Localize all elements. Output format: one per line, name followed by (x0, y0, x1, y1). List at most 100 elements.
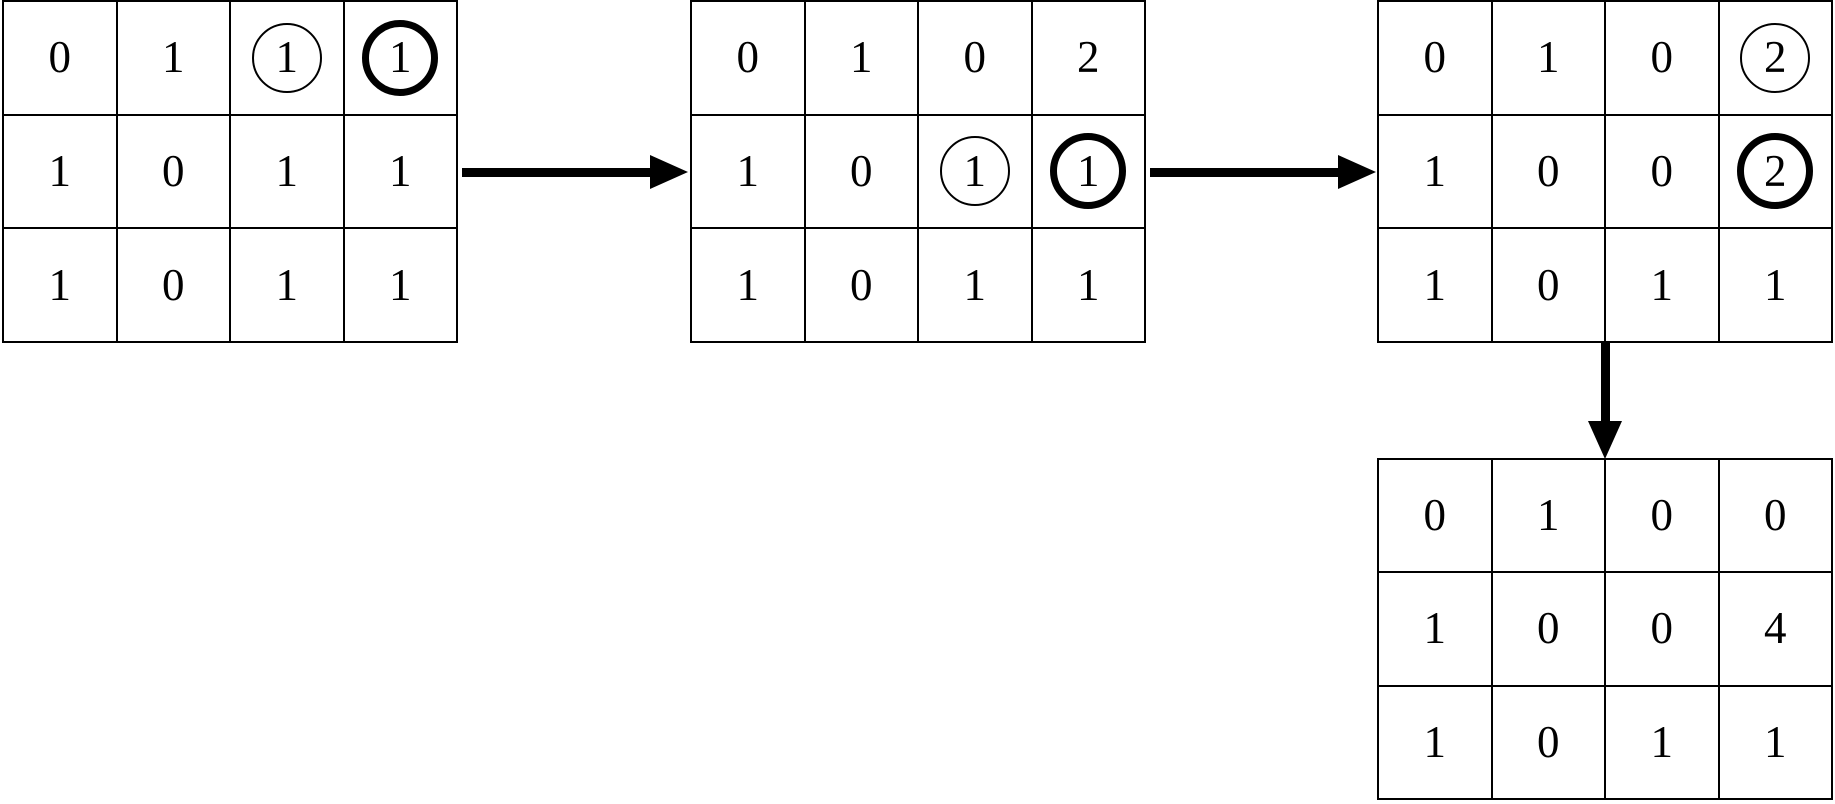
cell-value: 1 (850, 32, 873, 83)
table-cell: 1 (231, 229, 345, 343)
table-cell-circled-thin: 1 (231, 2, 345, 116)
table-cell: 0 (117, 229, 231, 343)
table-cell: 0 (1719, 460, 1833, 574)
cell-value: 1 (1423, 716, 1447, 767)
table-cell-circled-thin: 2 (1719, 2, 1833, 116)
table-cell: 1 (1492, 2, 1606, 116)
table-cell: 1 (1492, 460, 1606, 574)
table-cell: 1 (919, 229, 1033, 343)
cell-value: 1 (1423, 145, 1447, 196)
table-cell: 0 (1606, 115, 1720, 230)
table-cell-circled-bold: 1 (1032, 115, 1146, 230)
table-cell: 1 (231, 115, 345, 230)
cell-value: 0 (1650, 145, 1674, 196)
table-cell: 0 (1492, 229, 1606, 343)
table-cell: 0 (919, 2, 1033, 116)
table-cell: 1 (1719, 229, 1833, 343)
cell-value: 4 (1764, 603, 1787, 654)
table-cell: 1 (4, 229, 118, 343)
cell-value: 1 (1077, 259, 1100, 310)
arrow-shaft (1600, 343, 1610, 425)
matrix-step-3: 0 1 0 2 1 0 0 2 1 0 1 1 (1377, 0, 1833, 343)
cell-value: 0 (162, 259, 185, 310)
table-cell: 1 (1379, 686, 1493, 800)
table-cell: 0 (1606, 573, 1720, 687)
cell-value: 1 (1537, 32, 1560, 83)
table-cell: 1 (1606, 229, 1720, 343)
cell-value: 1 (48, 259, 72, 310)
table-cell: 2 (1032, 2, 1146, 116)
matrix-step-1: 0 1 1 1 1 0 1 1 1 0 1 1 (2, 0, 458, 343)
arrow-head (1588, 421, 1622, 459)
table-cell: 0 (1379, 2, 1493, 116)
cell-value: 1 (1764, 259, 1787, 310)
cell-value: 1 (389, 259, 412, 310)
cell-value: 0 (736, 32, 760, 83)
table-cell: 1 (1379, 573, 1493, 687)
table-cell: 0 (4, 2, 118, 116)
cell-value: 1 (1423, 259, 1447, 310)
cell-value: 1 (275, 259, 299, 310)
table-cell: 0 (805, 229, 919, 343)
table-cell: 1 (117, 2, 231, 116)
cell-value: 1 (1650, 716, 1674, 767)
arrow-shaft (1150, 167, 1340, 177)
table-cell: 1 (1379, 115, 1493, 230)
cell-value: 1 (963, 259, 987, 310)
cell-value: 0 (162, 145, 185, 196)
cell-value: 2 (1764, 32, 1787, 83)
cell-value: 2 (1764, 145, 1787, 196)
cell-value: 0 (850, 259, 873, 310)
table-cell: 1 (1606, 686, 1720, 800)
table-cell: 1 (344, 229, 458, 343)
table-cell: 0 (1492, 573, 1606, 687)
table-cell: 0 (1606, 460, 1720, 574)
matrix-step-4: 0 1 0 0 1 0 0 4 1 0 1 1 (1377, 458, 1833, 800)
arrow-head (650, 155, 688, 189)
cell-value: 0 (1650, 490, 1674, 541)
cell-value: 0 (1537, 603, 1560, 654)
cell-value: 1 (1077, 145, 1100, 196)
table-cell: 0 (117, 115, 231, 230)
cell-value: 0 (1537, 716, 1560, 767)
cell-value: 1 (275, 145, 299, 196)
table-cell-circled-bold: 2 (1719, 115, 1833, 230)
cell-value: 1 (736, 145, 760, 196)
cell-value: 0 (48, 32, 72, 83)
cell-value: 1 (389, 145, 412, 196)
table-cell: 1 (1379, 229, 1493, 343)
cell-value: 1 (48, 145, 72, 196)
cell-value: 1 (736, 259, 760, 310)
table-cell: 1 (805, 2, 919, 116)
table-cell: 1 (344, 115, 458, 230)
cell-value: 0 (1537, 145, 1560, 196)
arrow-head (1338, 155, 1376, 189)
table-cell: 1 (692, 115, 806, 230)
matrix-step-2: 0 1 0 2 1 0 1 1 1 0 1 1 (690, 0, 1146, 343)
arrow-shaft (462, 167, 652, 177)
cell-value: 1 (1423, 603, 1447, 654)
cell-value: 0 (963, 32, 987, 83)
cell-value: 1 (1764, 716, 1787, 767)
table-cell: 1 (1032, 229, 1146, 343)
table-cell: 4 (1719, 573, 1833, 687)
table-cell: 0 (1379, 460, 1493, 574)
table-cell: 0 (1492, 115, 1606, 230)
cell-value: 1 (389, 32, 412, 83)
table-cell: 0 (1606, 2, 1720, 116)
table-cell-circled-bold: 1 (344, 2, 458, 116)
cell-value: 1 (162, 32, 185, 83)
table-cell: 1 (4, 115, 118, 230)
cell-value: 0 (850, 145, 873, 196)
cell-value: 2 (1077, 32, 1100, 83)
cell-value: 1 (963, 145, 987, 196)
cell-value: 1 (1537, 490, 1560, 541)
table-cell: 0 (805, 115, 919, 230)
cell-value: 0 (1650, 603, 1674, 654)
cell-value: 0 (1537, 259, 1560, 310)
table-cell: 0 (692, 2, 806, 116)
cell-value: 0 (1423, 32, 1447, 83)
table-cell-circled-thin: 1 (919, 115, 1033, 230)
cell-value: 0 (1650, 32, 1674, 83)
